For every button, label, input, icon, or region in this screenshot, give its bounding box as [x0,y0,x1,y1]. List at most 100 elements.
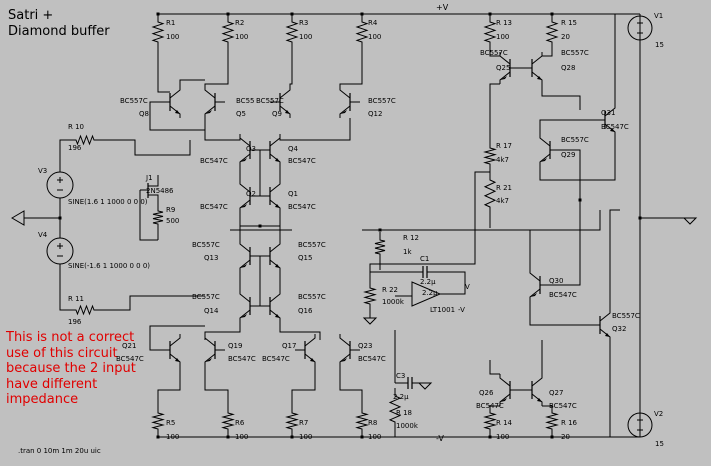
q27-name: Q27 [549,389,564,397]
q28-type: BC557C [561,49,589,57]
c3 [407,377,413,389]
q32-arrow [605,333,610,337]
wire [560,149,581,200]
r2-value: 100 [235,33,249,41]
output-ground [682,217,698,225]
q5-collector [204,86,216,99]
note-line: use of this circuit [6,345,118,361]
q13-arrow [240,264,247,268]
q2 [239,180,260,212]
v3-value: SINE(1.6 1 1000 0 0 0) [68,198,148,206]
opamp-cap-value: 2.2µ [422,289,438,297]
q16-collector [269,290,281,303]
r1-value: 100 [166,33,180,41]
q17-name: Q17 [282,342,297,350]
wire [204,50,229,86]
ground-triangle [362,317,378,325]
wire [204,366,229,405]
q28 [522,52,543,84]
wire [427,271,466,290]
q23-name: Q23 [358,342,373,350]
neg-rail-label: -V [436,434,444,443]
q27-arrow [537,398,542,402]
wire [59,139,70,172]
r12-value: 1k [403,248,412,256]
j1-value: 2N5486 [146,187,174,195]
q15-name: Q15 [298,254,313,262]
q14-arrow [240,314,247,318]
c1-value: 2.2µ [420,278,436,286]
q31-arrow [610,128,615,132]
q5-name: Q5 [236,110,246,118]
q21 [160,334,181,366]
q31-collector [604,104,616,117]
q30-name: Q30 [549,277,564,285]
v1 [627,15,653,41]
q12 [339,86,360,118]
r12 [374,232,386,262]
r21 [483,172,497,215]
sim-directive: .tran 0 10m 1m 20u uic [18,447,101,455]
r1 [151,14,165,50]
r14 [483,405,497,437]
q17-collector [304,334,316,347]
wire [529,301,590,326]
q9 [270,86,291,118]
q9-arrow [285,110,290,114]
r5-value: 100 [166,433,180,441]
q19-type: BC547C [228,355,256,363]
q23-arrow [340,358,347,362]
q23 [339,334,360,366]
opamp-ground [362,317,378,325]
r13-name: R 13 [496,19,512,27]
wire [204,322,241,340]
r11-body [70,304,100,316]
q3-collector [239,134,251,147]
r16-body [545,405,559,437]
q16 [260,290,281,322]
q23-type: BC547C [358,355,386,363]
r17-value: 4k7 [496,156,509,164]
q9-collector [279,86,291,99]
q29-arrow [540,158,547,162]
q28-name: Q28 [561,64,576,72]
ground-triangle [417,382,433,390]
q27-collector [531,374,543,387]
wire [539,136,616,181]
r21-body [483,172,497,215]
junction-dot [258,224,262,228]
v1-value: 15 [655,41,664,49]
wire [339,50,363,86]
wire [279,322,321,340]
q2-name: Q2 [246,190,256,198]
q27 [522,374,543,406]
q31-type: BC547C [601,123,629,131]
schematic-title: Satri + Diamond buffer [8,8,110,40]
wire [489,83,500,140]
q29-collector [539,134,551,147]
q25 [499,52,520,84]
v2-value: 15 [655,440,664,448]
q14-collector [239,290,251,303]
r7-name: R7 [299,419,309,427]
q1-name: Q1 [288,190,298,198]
r3-name: R3 [299,19,309,27]
r6-body [221,405,235,437]
j1-name: J1 [146,174,153,182]
q21-name: Q21 [122,342,137,350]
r9-value: 500 [166,217,180,225]
wire [609,209,620,309]
q32 [590,309,611,341]
r15-name: R 15 [561,19,577,27]
r15-body [545,14,559,50]
q31 [595,104,616,136]
wire [157,366,181,405]
r2-name: R2 [235,19,245,27]
q16-type: BC557C [298,293,326,301]
q5 [204,86,225,118]
r8-name: R8 [368,419,378,427]
r16-value: 20 [561,433,570,441]
c3-value: 2.2µ [393,393,409,401]
r12-name: R 12 [403,234,419,242]
q30-type: BC547C [549,291,577,299]
